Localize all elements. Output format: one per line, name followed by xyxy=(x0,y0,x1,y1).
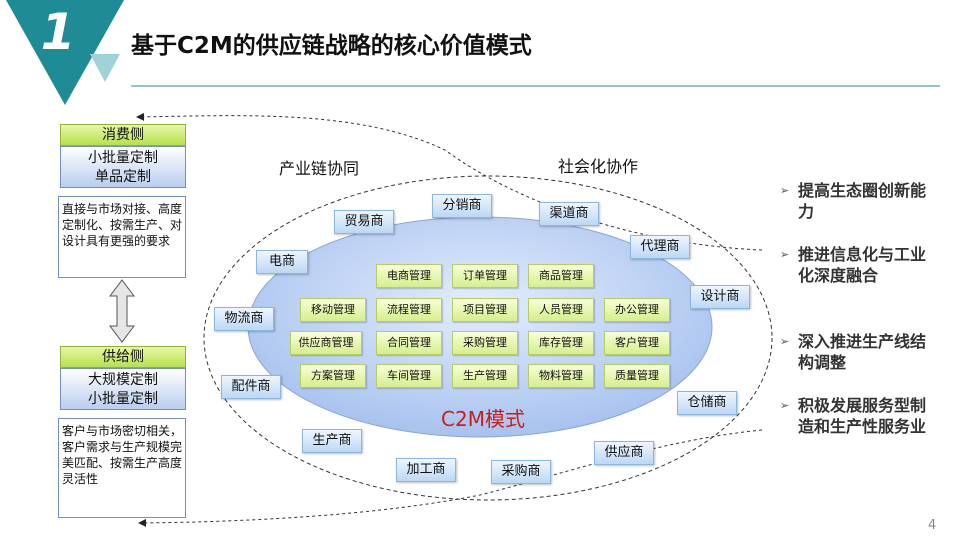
slide-number-badge: 1 xyxy=(40,3,76,61)
partner-node: 设计商 xyxy=(690,285,750,309)
bullet-arrow-icon: ➢ xyxy=(780,335,790,348)
consumer-description: 直接与市场对接、高度定制化、按需生产、对设计具有更强的要求 xyxy=(58,196,186,278)
module-cell: 供应商管理 xyxy=(290,331,362,355)
consumer-mode-line2: 单品定制 xyxy=(95,169,151,185)
supply-side-tag: 供给侧 xyxy=(60,346,186,368)
module-cell: 库存管理 xyxy=(528,331,594,355)
c2m-center-label: C2M模式 xyxy=(441,407,525,431)
social-collab-label: 社会化协作 xyxy=(558,157,639,176)
module-cell: 项目管理 xyxy=(452,298,518,322)
module-cell: 质量管理 xyxy=(604,364,670,388)
module-cell: 物料管理 xyxy=(528,364,594,388)
bullet-text: 推进信息化与工业化深度融合 xyxy=(798,245,927,285)
supply-mode-line2: 小批量定制 xyxy=(88,391,158,407)
module-cell: 订单管理 xyxy=(452,264,518,288)
bullet-arrow-icon: ➢ xyxy=(780,184,790,197)
consumer-feedback-arrow xyxy=(136,112,763,251)
partner-node: 渠道商 xyxy=(539,202,599,226)
partner-node: 加工商 xyxy=(396,458,456,482)
partner-node: 电商 xyxy=(256,250,308,274)
page-number: 4 xyxy=(928,518,937,533)
bullet-text: 深入推进生产线结构调整 xyxy=(798,332,927,372)
module-cell: 生产管理 xyxy=(452,364,518,388)
module-cell: 车间管理 xyxy=(376,364,442,388)
outer-ecosystem-ellipse xyxy=(203,175,773,501)
partner-node: 贸易商 xyxy=(334,210,394,234)
bullet-arrow-icon: ➢ xyxy=(780,399,790,412)
partner-node: 供应商 xyxy=(594,441,654,465)
corner-triangle-dark xyxy=(6,0,124,105)
module-cell: 客户管理 xyxy=(604,331,670,355)
industry-chain-label: 产业链协同 xyxy=(279,159,360,178)
bullet-item: ➢ 推进信息化与工业化深度融合 xyxy=(780,244,930,286)
bullet-item: ➢ 积极发展服务型制造和生产性服务业 xyxy=(780,395,930,437)
page-title: 基于C2M的供应链战略的核心价值模式 xyxy=(131,33,532,59)
partner-node: 物流商 xyxy=(214,307,274,331)
consumer-mode-box: 小批量定制 单品定制 xyxy=(60,146,186,188)
supply-mode-line1: 大规模定制 xyxy=(88,372,158,388)
bullet-item: ➢ 提高生态圈创新能力 xyxy=(780,180,930,222)
module-cell: 商品管理 xyxy=(528,264,594,288)
partner-node: 配件商 xyxy=(221,375,281,399)
partner-node: 采购商 xyxy=(491,460,551,484)
bullet-text: 积极发展服务型制造和生产性服务业 xyxy=(798,396,927,436)
partner-node: 生产商 xyxy=(302,429,362,453)
consumer-side-tag: 消费侧 xyxy=(60,124,186,146)
module-cell: 合同管理 xyxy=(376,331,442,355)
bullet-arrow-icon: ➢ xyxy=(780,248,790,261)
double-arrow xyxy=(109,279,135,343)
module-cell: 移动管理 xyxy=(300,298,366,322)
module-cell: 办公管理 xyxy=(604,298,670,322)
module-cell: 电商管理 xyxy=(376,264,442,288)
partner-node: 分销商 xyxy=(432,194,492,218)
bullet-text: 提高生态圈创新能力 xyxy=(798,181,927,221)
supply-feedback-arrow xyxy=(138,429,763,527)
supply-description: 客户与市场密切相关，客户需求与生产规模完美匹配、按需生产高度灵活性 xyxy=(58,418,186,518)
module-cell: 人员管理 xyxy=(528,298,594,322)
corner-triangle-light xyxy=(90,54,120,82)
consumer-mode-line1: 小批量定制 xyxy=(88,150,158,166)
bullet-item: ➢ 深入推进生产线结构调整 xyxy=(780,331,930,373)
module-cell: 流程管理 xyxy=(376,298,442,322)
module-cell: 采购管理 xyxy=(452,331,518,355)
supply-mode-box: 大规模定制 小批量定制 xyxy=(60,368,186,410)
partner-node: 代理商 xyxy=(630,235,690,259)
module-cell: 方案管理 xyxy=(300,364,366,388)
partner-node: 仓储商 xyxy=(677,391,737,415)
